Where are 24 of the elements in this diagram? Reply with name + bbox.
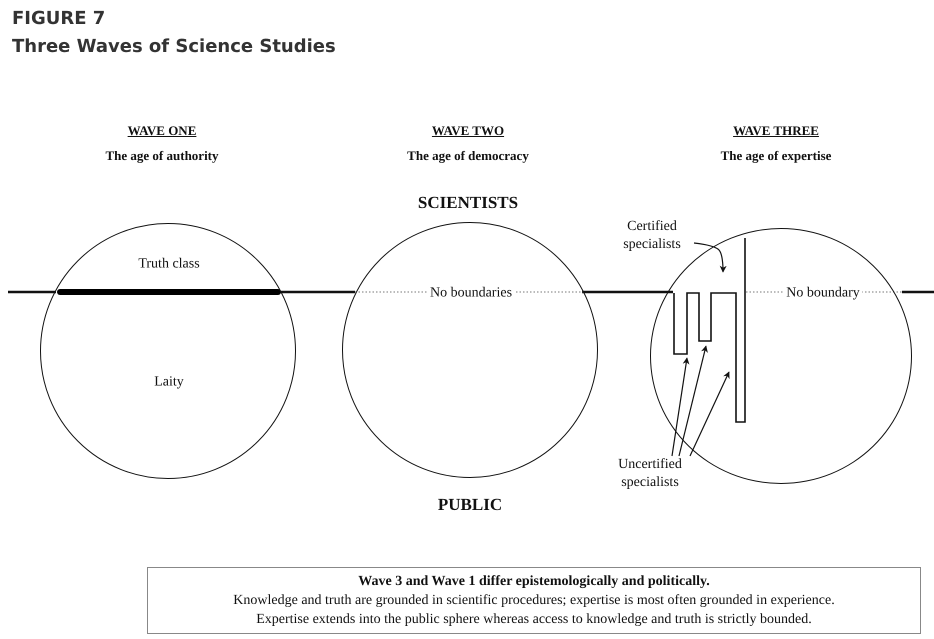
wave-heading: WAVE ONE [128, 123, 196, 139]
annotation-text: Uncertified specialists [604, 456, 696, 494]
wave-subtitle: The age of democracy [407, 148, 529, 164]
wave-heading: WAVE THREE [733, 123, 819, 139]
side-label: SCIENTISTS [418, 193, 518, 213]
arrow [694, 242, 727, 273]
note-box [147, 567, 921, 634]
side-label: PUBLIC [438, 495, 502, 515]
arrow [671, 357, 690, 456]
wave-circle [342, 222, 598, 478]
figure-number: FIGURE 7 [12, 8, 106, 29]
region-label: Laity [152, 374, 186, 390]
wave-subtitle: The age of authority [105, 148, 219, 164]
arrow [689, 371, 730, 456]
note-heading: Wave 3 and Wave 1 differ epistemologically and politically. [357, 573, 711, 591]
wave-circle [40, 223, 296, 479]
wave-heading: WAVE TWO [432, 123, 504, 139]
diagram-title: Three Waves of Science Studies [12, 36, 336, 57]
note-text: Knowledge and truth are grounded in scientific procedures; expertise is most often grounded in experience. [232, 592, 836, 610]
boundary-label: No boundary [784, 285, 862, 301]
arrow [678, 345, 708, 456]
annotation-text: Certified specialists [610, 218, 694, 258]
wave-subtitle: The age of expertise [720, 148, 832, 164]
note-text: Expertise extends into the public sphere whereas access to knowledge and truth is strictly bounded. [255, 611, 813, 629]
